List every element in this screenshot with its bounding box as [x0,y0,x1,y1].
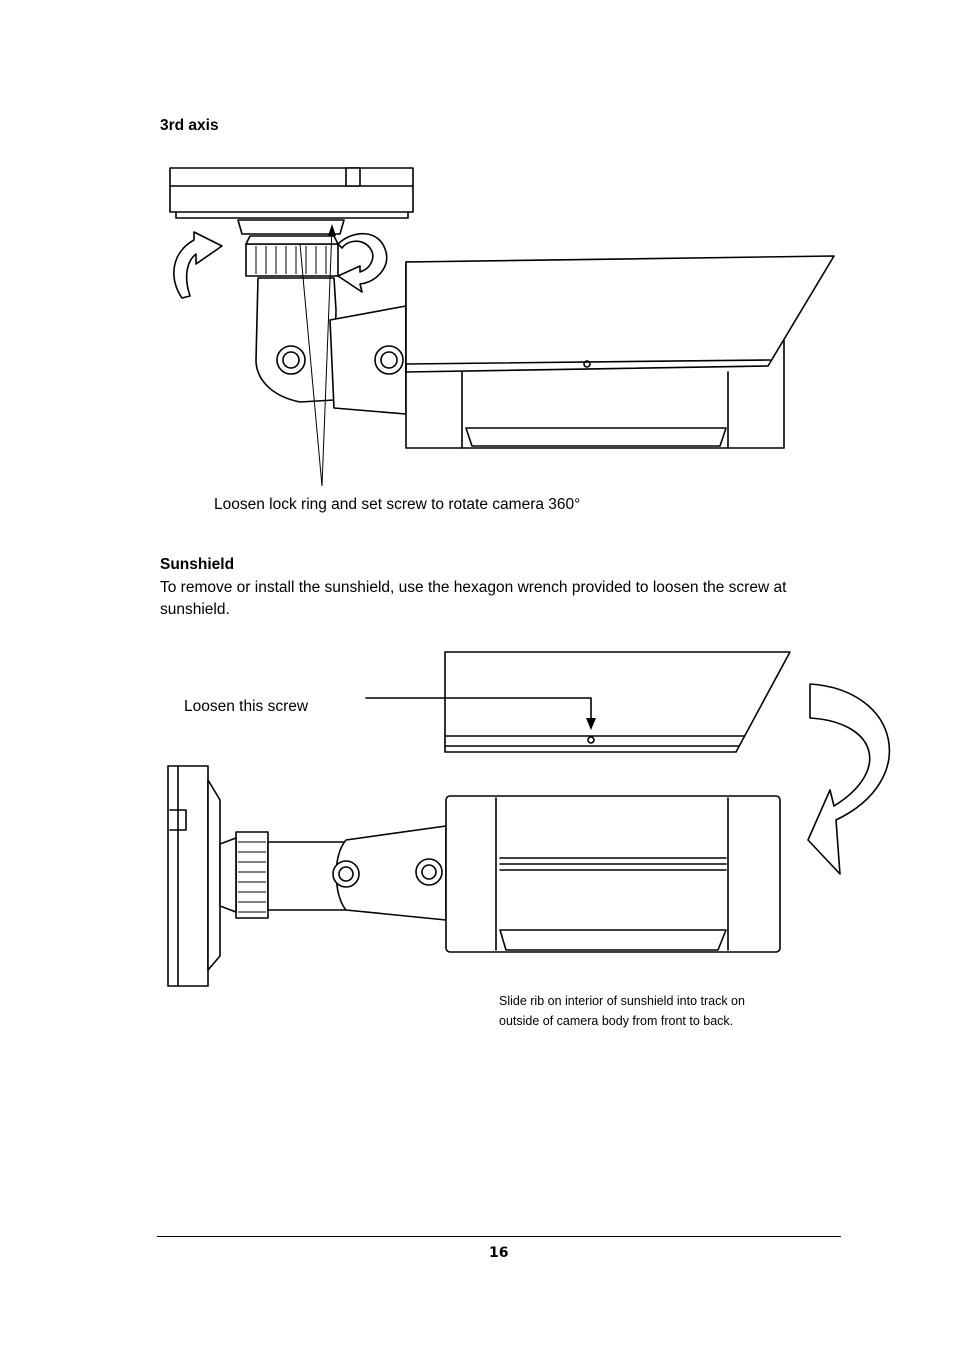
sunshield-note-line1: Slide rib on interior of sunshield into … [499,994,745,1008]
page-number: 16 [489,1245,509,1261]
sunshield-paragraph-line2: sunshield. [160,601,230,618]
heading-sunshield: Sunshield [160,556,235,573]
heading-3rd-axis: 3rd axis [160,117,219,134]
camera-3rd-axis-illustration [169,167,835,487]
sunshield-paragraph-line1: To remove or install the sunshield, use … [160,579,787,596]
footer-rule [157,1236,841,1237]
sunshield-note-line2: outside of camera body from front to bac… [499,1014,734,1028]
callout-loosen-screw: Loosen this screw [184,698,309,715]
sunshield-install-illustration [167,651,891,987]
callout-rotate-camera: Loosen lock ring and set screw to rotate… [214,496,581,513]
